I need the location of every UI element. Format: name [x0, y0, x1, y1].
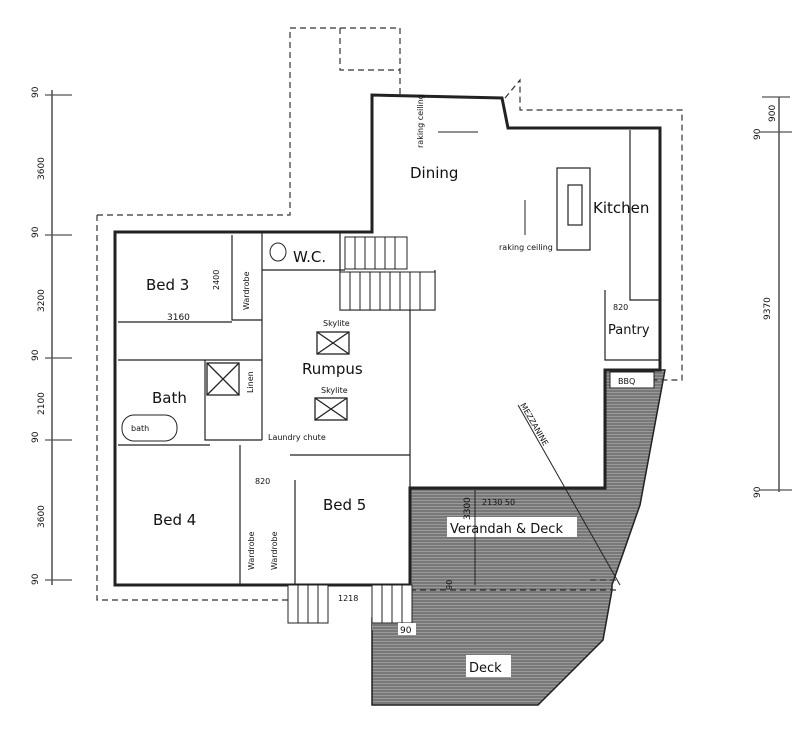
room-dining: Dining [410, 164, 458, 182]
dim-deck-post: 90 [400, 626, 412, 636]
skylite-1 [316, 331, 350, 355]
room-rumpus: Rumpus [302, 360, 363, 378]
wardrobe-label-3: Wardrobe [270, 531, 279, 570]
room-pantry: Pantry [608, 323, 650, 338]
dim-left-8: 90 [31, 573, 41, 585]
dim-left-3: 3200 [37, 289, 47, 312]
shower [206, 362, 240, 396]
bathtub-label: bath [131, 424, 149, 433]
dim-left-4: 90 [31, 349, 41, 361]
dim-right-0: 900 [768, 105, 778, 122]
dim-verandah-span: 2130 50 [482, 498, 515, 507]
room-wc: W.C. [293, 248, 326, 266]
dim-left-2: 90 [31, 226, 41, 238]
dim-wardrobe-door: 820 [255, 477, 270, 486]
skylite-2 [314, 397, 348, 421]
interior-walls [118, 130, 660, 585]
dim-right-1: 90 [753, 128, 763, 140]
room-deck: Deck [469, 661, 502, 676]
room-bed3: Bed 3 [146, 276, 189, 294]
right-dimension-line: 900 90 9370 90 [753, 96, 792, 498]
dim-stair-landing: 1218 [338, 594, 358, 603]
bathtub-shape [121, 414, 178, 442]
verandah-deck-area [371, 369, 666, 706]
raking-ceiling-label-2: raking ceiling [416, 94, 425, 148]
dim-wardrobe-width: 2400 [212, 270, 221, 290]
dim-left-6: 90 [31, 431, 41, 443]
dim-left-1: 3600 [37, 157, 47, 180]
roof-outline [96, 27, 683, 601]
mezzanine-label: MEZZANINE [518, 402, 550, 448]
wardrobe-label-1: Wardrobe [242, 271, 251, 310]
linen-label: Linen [246, 371, 255, 393]
dim-verandah-depth: 3300 [463, 497, 473, 520]
stairs [287, 236, 436, 624]
dim-pantry-door: 820 [613, 303, 628, 312]
bbq-label: BBQ [618, 377, 635, 386]
dim-left-0: 90 [31, 86, 41, 98]
left-dimension-line: 90 3600 90 3200 90 2100 90 3600 90 [31, 86, 72, 585]
dim-left-5: 2100 [37, 392, 47, 415]
room-kitchen: Kitchen [593, 199, 649, 217]
room-bed5: Bed 5 [323, 496, 366, 514]
dim-right-2: 9370 [763, 297, 773, 320]
skylite-label-2: Skylite [321, 386, 348, 395]
laundry-chute-label: Laundry chute [268, 433, 326, 442]
dim-right-3: 90 [753, 486, 763, 498]
room-bath: Bath [152, 389, 187, 407]
toilet-shape [269, 242, 287, 262]
dim-left-7: 3600 [37, 505, 47, 528]
dim-verandah-post: 90 [445, 580, 454, 590]
room-bed4: Bed 4 [153, 511, 196, 529]
wardrobe-label-2: Wardrobe [247, 531, 256, 570]
mezzanine-line [517, 404, 621, 586]
raking-ceiling-label-1: raking ceiling [499, 243, 553, 252]
room-verandah: Verandah & Deck [450, 522, 563, 537]
skylite-label-1: Skylite [323, 319, 350, 328]
dim-bed3-width: 3160 [167, 313, 190, 323]
kitchen-island [556, 167, 591, 251]
